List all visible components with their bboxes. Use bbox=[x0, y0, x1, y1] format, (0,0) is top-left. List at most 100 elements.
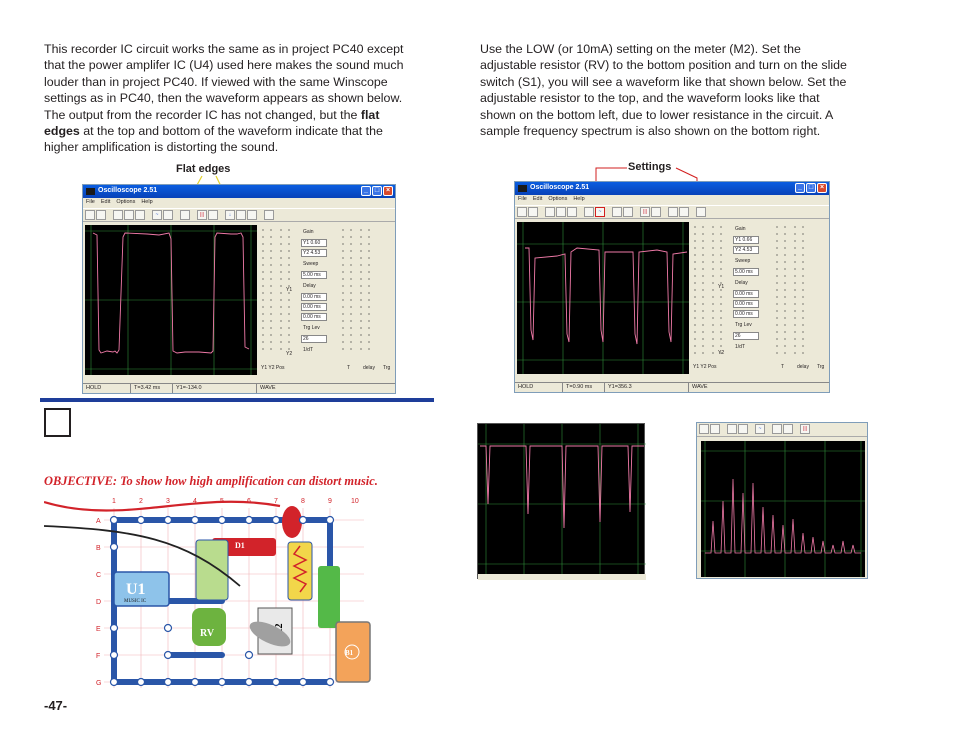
toolbar-button[interactable] bbox=[623, 207, 633, 217]
toolbar-button[interactable] bbox=[208, 210, 218, 220]
wave-icon[interactable]: ~ bbox=[595, 207, 605, 217]
row-label: G bbox=[96, 680, 101, 687]
trigger-label: Trg Lev bbox=[735, 322, 752, 328]
maximize-button[interactable]: □ bbox=[806, 183, 816, 193]
sweep-value[interactable]: 5.00 ms bbox=[733, 268, 759, 276]
trigger-button[interactable]: Trg bbox=[817, 364, 825, 370]
toolbar: ~ ||| ↓ bbox=[83, 208, 395, 222]
toolbar-button[interactable] bbox=[612, 207, 622, 217]
gain-label: Gain bbox=[303, 229, 314, 235]
menu-options[interactable]: Options bbox=[548, 196, 568, 202]
t-button[interactable]: T bbox=[781, 364, 785, 370]
status-hold: HOLD bbox=[83, 384, 131, 393]
toolbar-button[interactable] bbox=[651, 207, 661, 217]
toolbar-button[interactable] bbox=[180, 210, 190, 220]
menu-edit[interactable]: Edit bbox=[100, 199, 111, 205]
delay-label: Delay bbox=[303, 283, 316, 289]
bars-icon[interactable]: ||| bbox=[800, 424, 810, 434]
download-icon[interactable]: ↓ bbox=[225, 210, 235, 220]
app-icon bbox=[518, 185, 527, 192]
menu-file[interactable]: File bbox=[86, 199, 95, 205]
delay-value[interactable]: 0.00 ms bbox=[301, 303, 327, 311]
delay-value[interactable]: 0.00 ms bbox=[733, 310, 759, 318]
sweep-label: Sweep bbox=[735, 258, 751, 264]
toolbar-button[interactable] bbox=[668, 207, 678, 217]
toolbar-button[interactable] bbox=[738, 424, 748, 434]
spectrum-trace bbox=[705, 478, 861, 554]
waveform-trace bbox=[525, 247, 688, 345]
delay-button[interactable]: delay bbox=[797, 364, 809, 370]
waveform-plot bbox=[517, 222, 689, 374]
wave-icon[interactable]: ~ bbox=[755, 424, 765, 434]
trigger-value[interactable]: 26 bbox=[733, 332, 759, 340]
gain-y2-value[interactable]: Y2 4.53 bbox=[733, 246, 759, 254]
settings-callout: Settings bbox=[628, 161, 672, 173]
close-button[interactable]: × bbox=[817, 183, 827, 193]
toolbar-button[interactable] bbox=[113, 210, 123, 220]
delay-value[interactable]: 0.00 ms bbox=[301, 313, 327, 321]
menu-help[interactable]: Help bbox=[573, 196, 585, 202]
toolbar-button[interactable] bbox=[124, 210, 134, 220]
toolbar-button[interactable] bbox=[696, 207, 706, 217]
toolbar-button[interactable] bbox=[96, 210, 106, 220]
toolbar-button[interactable] bbox=[528, 207, 538, 217]
y2-slider-label: Y2 bbox=[286, 351, 293, 357]
delay-button[interactable]: delay bbox=[363, 365, 375, 371]
spectrum-plot bbox=[701, 441, 865, 577]
toolbar-button[interactable] bbox=[517, 207, 527, 217]
rv-label: RV bbox=[200, 628, 215, 639]
toolbar-button[interactable] bbox=[727, 424, 737, 434]
gain-y1-value[interactable]: Y1 0.60 bbox=[301, 239, 327, 247]
minimize-button[interactable]: _ bbox=[795, 183, 805, 193]
trigger-label: Trg Lev bbox=[303, 325, 320, 331]
delay-value[interactable]: 0.00 ms bbox=[733, 300, 759, 308]
channel-pos-label: Y1 Y2 Pos bbox=[261, 365, 285, 371]
t-button[interactable]: T bbox=[347, 365, 351, 371]
toolbar-button[interactable] bbox=[556, 207, 566, 217]
menu-options[interactable]: Options bbox=[116, 199, 136, 205]
toolbar-button[interactable] bbox=[710, 424, 720, 434]
trigger-value[interactable]: 26 bbox=[301, 335, 327, 343]
toolbar-button[interactable] bbox=[699, 424, 709, 434]
sweep-value[interactable]: 5.00 ms bbox=[301, 271, 327, 279]
toolbar-button[interactable] bbox=[679, 207, 689, 217]
toolbar-button[interactable] bbox=[772, 424, 782, 434]
minimize-button[interactable]: _ bbox=[361, 186, 371, 196]
gain-y2-value[interactable]: Y2 4.53 bbox=[301, 249, 327, 257]
maximize-button[interactable]: □ bbox=[372, 186, 382, 196]
delay-value[interactable]: 0.00 ms bbox=[733, 290, 759, 298]
gain-y1-value[interactable]: Y1 0.66 bbox=[733, 236, 759, 244]
toolbar: ~ ||| bbox=[697, 423, 867, 437]
menu-help[interactable]: Help bbox=[141, 199, 153, 205]
menu-edit[interactable]: Edit bbox=[532, 196, 543, 202]
menu-bar: File Edit Options Help bbox=[515, 195, 829, 205]
menu-bar: File Edit Options Help bbox=[83, 198, 395, 208]
rv-adjustable-resistor bbox=[192, 608, 226, 646]
waveform-trace bbox=[92, 232, 250, 354]
row-label: C bbox=[96, 572, 101, 579]
red-clip bbox=[282, 506, 302, 538]
text-line: adjustable resistor (RV) to the bottom p… bbox=[480, 58, 847, 73]
delay-value[interactable]: 0.00 ms bbox=[301, 293, 327, 301]
toolbar-button[interactable] bbox=[584, 207, 594, 217]
toolbar-button[interactable] bbox=[85, 210, 95, 220]
row-labels: A B C D E F G bbox=[96, 518, 101, 687]
close-button[interactable]: × bbox=[383, 186, 393, 196]
toolbar-button[interactable] bbox=[545, 207, 555, 217]
toolbar-button[interactable] bbox=[163, 210, 173, 220]
right-paragraph: Use the LOW (or 10mA) setting on the met… bbox=[480, 41, 866, 139]
trigger-button[interactable]: Trg bbox=[383, 365, 391, 371]
toolbar-button[interactable] bbox=[135, 210, 145, 220]
bars-icon[interactable]: ||| bbox=[197, 210, 207, 220]
menu-file[interactable]: File bbox=[518, 196, 527, 202]
toolbar-button[interactable] bbox=[236, 210, 246, 220]
row-label: A bbox=[96, 518, 101, 525]
toolbar-button[interactable] bbox=[247, 210, 257, 220]
bars-icon[interactable]: ||| bbox=[640, 207, 650, 217]
toolbar-button[interactable] bbox=[567, 207, 577, 217]
toolbar-button[interactable] bbox=[264, 210, 274, 220]
text-line: This recorder IC circuit works the same … bbox=[44, 42, 404, 56]
wave-icon[interactable]: ~ bbox=[152, 210, 162, 220]
app-icon bbox=[86, 188, 95, 195]
toolbar-button[interactable] bbox=[783, 424, 793, 434]
